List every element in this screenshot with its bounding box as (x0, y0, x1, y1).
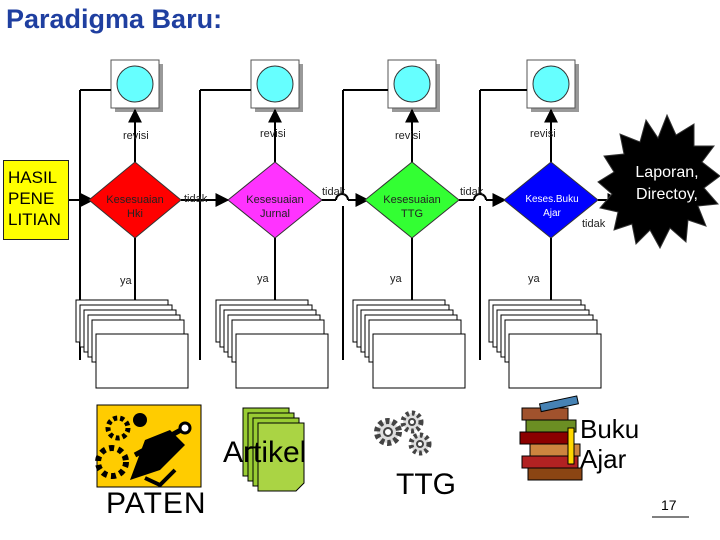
stage-4-decision-label: Keses.Buku Ajar (525, 194, 579, 219)
hasil-penelitian-box: HASIL PENE LITIAN (3, 160, 69, 240)
stage-2-doc-stack (215, 299, 329, 389)
page-title: Paradigma Baru: (6, 4, 223, 34)
stage-3-revisi-label: revisi (395, 130, 421, 142)
stage-1-tidak-label: tidak (184, 193, 208, 205)
stage-1-decision-label: Kesesuaian Hki (106, 194, 164, 220)
stage-1-doc-stack (75, 299, 189, 389)
stage-3 (342, 59, 507, 389)
stage-4-tidak-label: tidak (582, 218, 606, 230)
page-number: 17 (661, 497, 677, 513)
stage-3-tidak-label: tidak (460, 186, 484, 198)
stage-1-ya-label: ya (120, 275, 132, 287)
stage-1-start-circle (116, 65, 154, 103)
stage-4 (479, 59, 622, 389)
stage-4-start-circle (532, 65, 570, 103)
stage-3-doc-stack (352, 299, 466, 389)
stage-2-revisi-label: revisi (260, 128, 286, 140)
stage-1 (75, 59, 230, 389)
stage-2-ya-label: ya (257, 273, 269, 285)
stage-4-ya-label: ya (528, 273, 540, 285)
paten-illustration (95, 404, 202, 488)
artikel-label: Artikel (223, 436, 307, 469)
stage-2 (199, 59, 370, 389)
artikel-doc-stack (242, 407, 305, 492)
paten-label: PATEN (106, 487, 207, 520)
stage-2-decision-label: Kesesuaian Jurnal (246, 194, 304, 220)
ttg-label: TTG (396, 468, 456, 501)
stage-3-decision-label: Kesesuaian TTG (383, 194, 441, 220)
stage-2-tidak-label: tidak (322, 186, 346, 198)
ttg-gears (374, 410, 432, 456)
stage-2-start-circle (256, 65, 294, 103)
stage-4-revisi-label: revisi (530, 128, 556, 140)
books-illustration (519, 395, 583, 481)
laporan-directory-label: Laporan, Directoy, (635, 164, 699, 203)
stage-4-doc-stack (488, 299, 602, 389)
buku-ajar-label: Buku Ajar (580, 414, 640, 474)
stage-3-start-circle (393, 65, 431, 103)
stage-1-revisi-label: revisi (123, 130, 149, 142)
stage-3-ya-label: ya (390, 273, 402, 285)
laporan-starburst (597, 113, 720, 250)
